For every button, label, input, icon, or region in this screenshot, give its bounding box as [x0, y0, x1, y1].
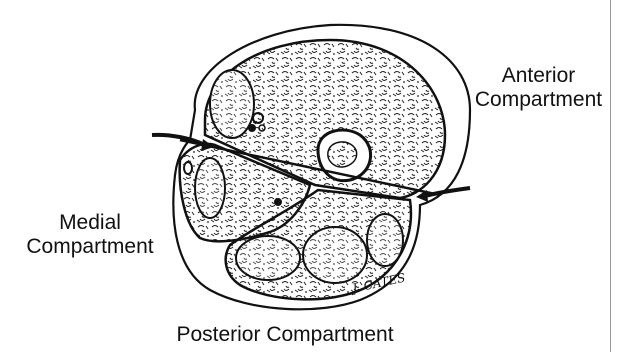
anterior-label-line1: Anterior: [466, 64, 611, 88]
anterior-compartment-label: Anterior Compartment: [466, 64, 611, 112]
medial-vessel: [184, 162, 192, 174]
posterior-label-line1: Posterior Compartment: [135, 323, 435, 347]
posterior-compartment-label: Posterior Compartment: [135, 323, 435, 347]
medial-compartment-label: Medial Compartment: [14, 211, 166, 259]
medial-label-line2: Compartment: [14, 235, 166, 259]
medial-label-line1: Medial: [14, 211, 166, 235]
anterior-label-line2: Compartment: [466, 88, 611, 112]
left-septum-arrow: [152, 135, 205, 145]
